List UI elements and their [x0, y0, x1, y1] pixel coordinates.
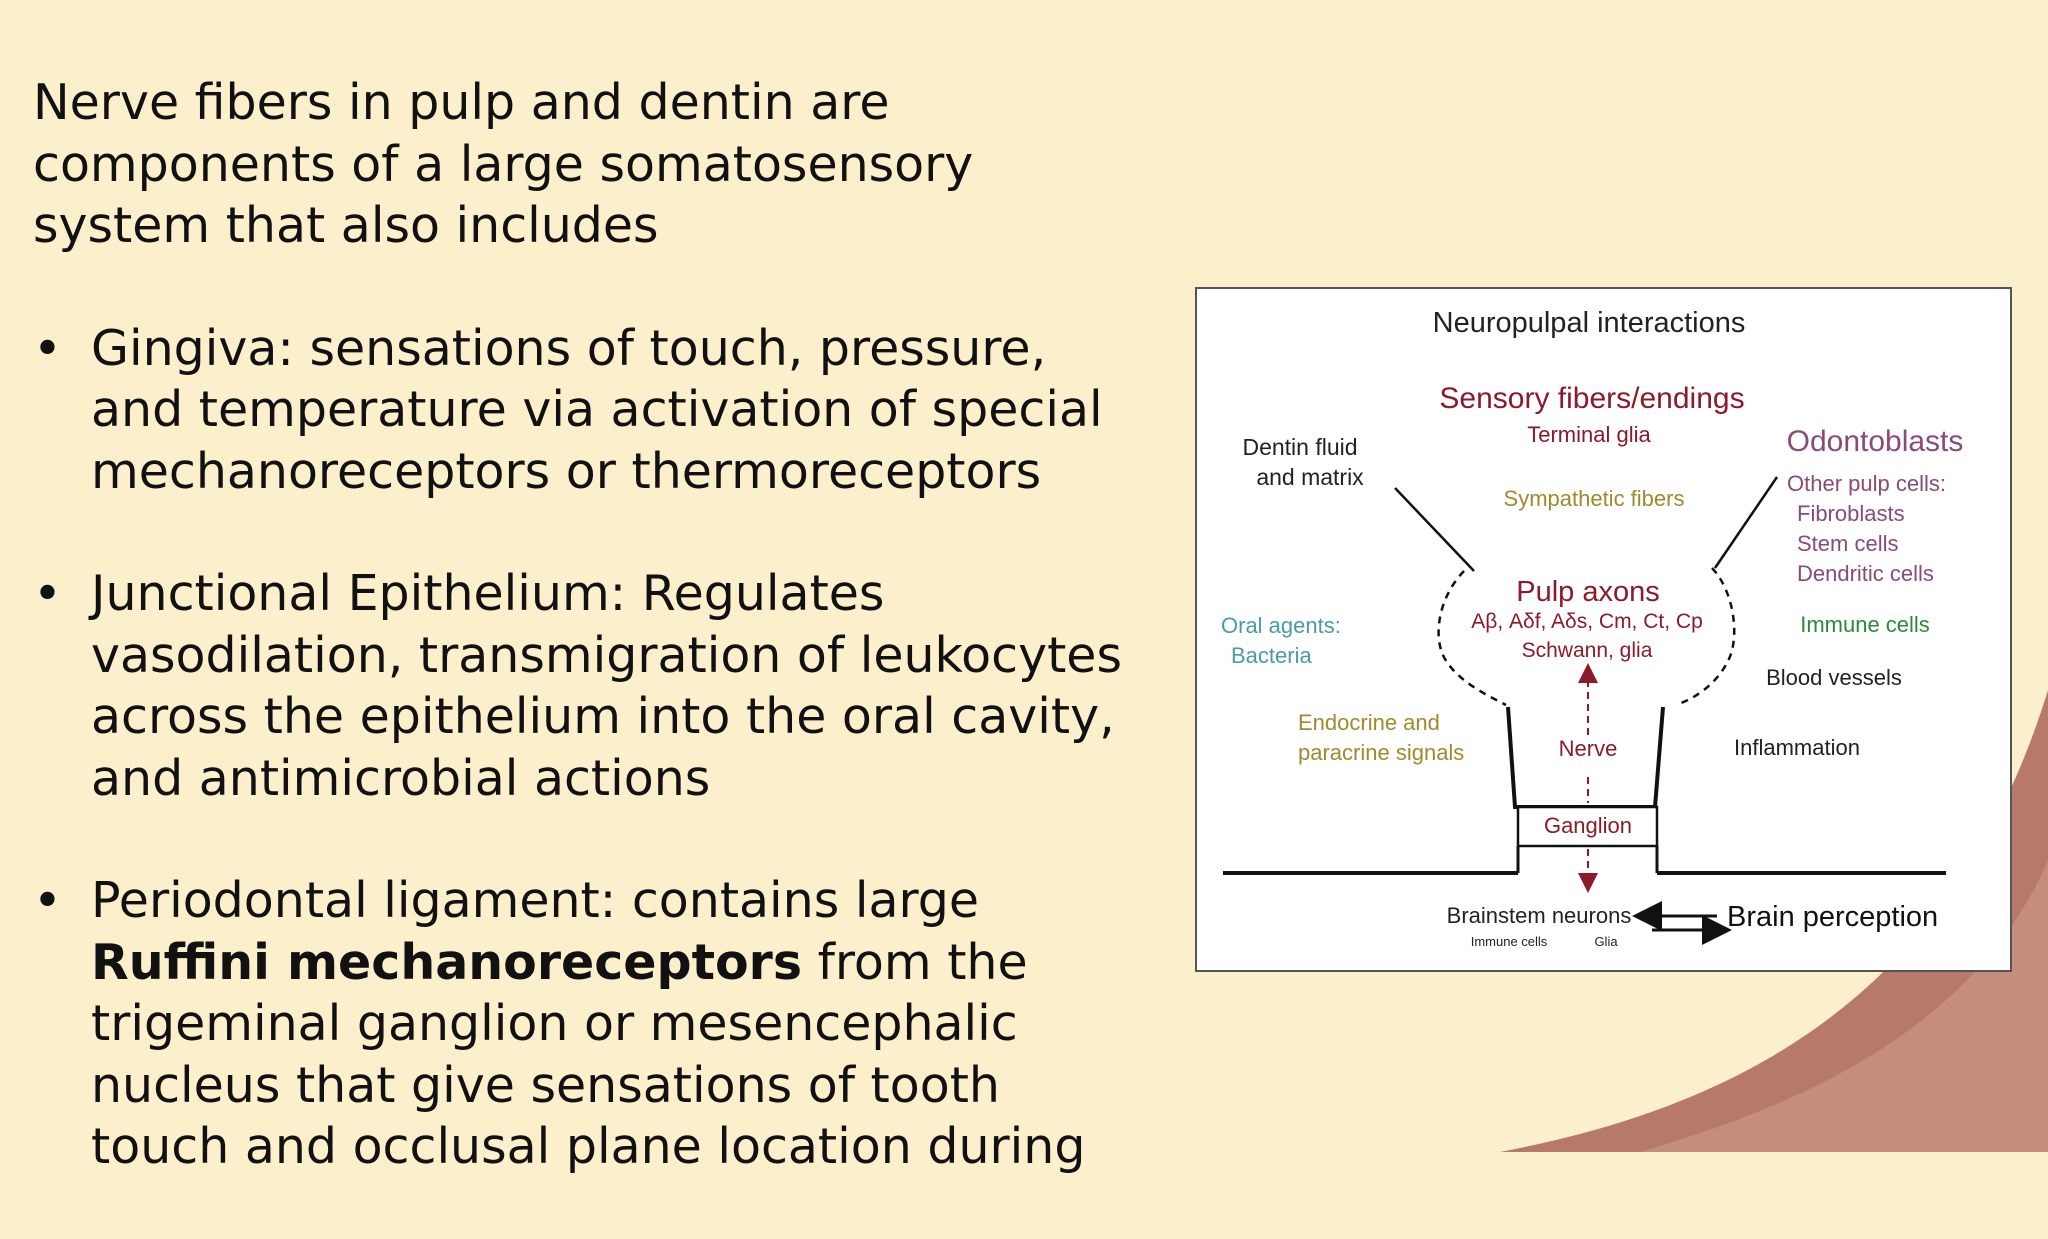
bullet-text: Gingiva: sensations of touch, pressure, … [91, 319, 1103, 500]
bullet-dot: • [33, 319, 62, 377]
label-sensory-fibers: Sensory fibers/endings [1439, 382, 1745, 415]
label-fibroblasts: Fibroblasts [1797, 501, 1905, 526]
ganglion-box [1516, 805, 1659, 848]
label-dendritic-cells: Dendritic cells [1797, 561, 1934, 586]
label-stem-cells: Stem cells [1797, 531, 1899, 556]
label-inflammation: Inflammation [1734, 735, 1860, 760]
label-oral-agents: Oral agents: [1221, 613, 1341, 638]
diagram-lines [1223, 476, 1946, 945]
diagram-title: Neuropulpal interactions [1432, 307, 1746, 339]
label-terminal-glia: Terminal glia [1527, 422, 1651, 447]
bullet-list: • Gingiva: sensations of touch, pressure… [33, 318, 1153, 1178]
bullet-text-prefix: Periodontal ligament: contains large [91, 872, 980, 929]
label-pulp-axons: Pulp axons [1516, 576, 1660, 608]
label-odontoblasts: Odontoblasts [1786, 425, 1964, 458]
label-nerve: Nerve [1556, 736, 1620, 763]
intro-paragraph: Nerve fibers in pulp and dentin are comp… [33, 74, 974, 254]
label-endocrine: Endocrine and [1298, 710, 1440, 735]
bullet-gingiva: • Gingiva: sensations of touch, pressure… [33, 318, 1153, 503]
bullet-dot: • [33, 872, 62, 929]
label-immune-cells: Immune cells [1800, 612, 1930, 637]
odontoblast-pointer-line [1713, 476, 1779, 569]
label-blood-vessels: Blood vessels [1766, 665, 1902, 690]
bullet-dot: • [33, 565, 62, 622]
label-immune-cells-small: Immune cells [1470, 934, 1548, 949]
pulp-dashed-outline [1437, 567, 1736, 707]
label-other-pulp-cells: Other pulp cells: [1787, 471, 1946, 496]
label-ganglion: Ganglion [1543, 813, 1633, 838]
decorative-background-curve [1500, 690, 2048, 1152]
label-dentin-fluid: Dentin fluid [1242, 434, 1358, 460]
bullet-text-bold: Ruffini mechanoreceptors [91, 933, 803, 991]
dentin-pointer-line [1394, 487, 1475, 572]
bullet-periodontal-ligament: • Periodontal ligament: contains large R… [33, 870, 1153, 1178]
slide-text: Nerve fibers in pulp and dentin are comp… [33, 72, 1153, 1239]
label-schwann-glia: Schwann, glia [1521, 639, 1653, 662]
label-glia-small: Glia [1594, 934, 1618, 949]
label-sympathetic-fibers: Sympathetic fibers [1503, 486, 1685, 511]
label-paracrine-signals: paracrine signals [1298, 740, 1465, 765]
neuropulpal-diagram: Neuropulpal interactions Sensory fibers/… [1195, 287, 2012, 972]
label-brainstem-neurons: Brainstem neurons [1446, 903, 1632, 928]
label-dentin-matrix: and matrix [1256, 464, 1364, 490]
label-brain-perception: Brain perception [1727, 901, 1939, 933]
label-bacteria: Bacteria [1231, 643, 1312, 668]
label-axon-types: Aβ, Aδf, Aδs, Cm, Ct, Cp [1471, 610, 1703, 633]
bullet-junctional-epithelium: • Junctional Epithelium: Regulates vasod… [33, 563, 1153, 809]
bullet-text: Junctional Epithelium: Regulates vasodil… [91, 565, 1122, 807]
